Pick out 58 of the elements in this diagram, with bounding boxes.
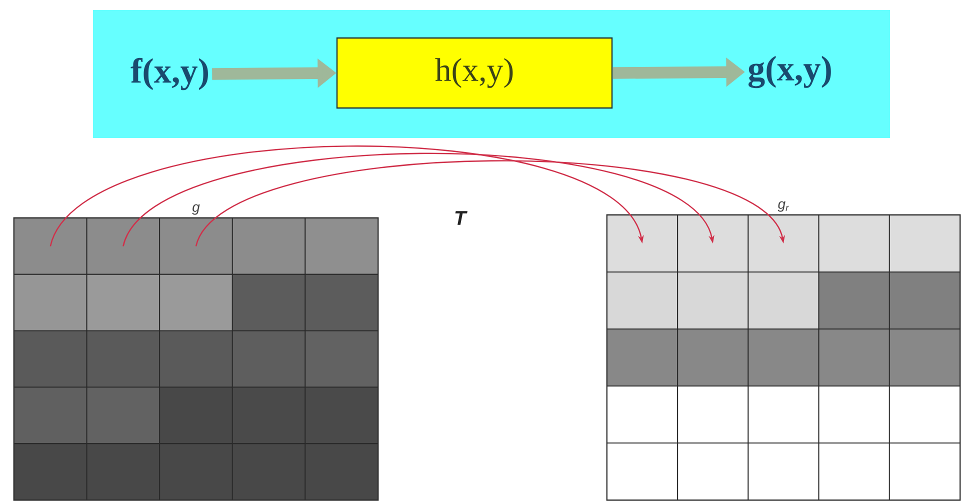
output-label: g(x,y): [748, 56, 831, 88]
pixel-cell: [606, 272, 678, 330]
pixel-cell: [818, 272, 890, 330]
pixel-cell: [304, 330, 378, 388]
pixel-cell: [232, 443, 306, 500]
pixel-cell: [14, 218, 88, 275]
pixel-cell: [14, 274, 88, 332]
pixel-cell: [606, 328, 678, 386]
pixel-cell: [86, 386, 160, 444]
pixel-cell: [159, 386, 233, 444]
pixel-cell: [304, 218, 378, 275]
input-label: f(x,y): [130, 58, 208, 90]
pixel-cell: [677, 386, 749, 444]
pixel-cell: [232, 386, 306, 444]
pixel-cell: [159, 218, 233, 275]
pixel-cell: [888, 386, 960, 444]
pixel-cell: [677, 272, 749, 330]
pixel-cell: [677, 214, 749, 272]
pixel-cell: [232, 218, 306, 275]
pixel-cell: [159, 274, 233, 332]
pixel-cell: [888, 214, 960, 272]
pixel-cell: [748, 442, 820, 500]
pixel-cell: [606, 386, 678, 444]
pixel-cell: [748, 386, 820, 444]
pixel-cell: [304, 274, 378, 332]
pixel-cell: [159, 443, 233, 500]
pixel-cell: [748, 214, 820, 272]
pixel-cell: [888, 328, 960, 386]
pixel-cell: [14, 330, 88, 388]
pixel-cell: [888, 272, 960, 330]
pixel-cell: [86, 443, 160, 500]
pixel-cell: [748, 272, 820, 330]
pixel-cell: [304, 443, 378, 500]
pixel-cell: [818, 214, 890, 272]
pixel-cell: [606, 214, 678, 272]
pixel-cell: [86, 274, 160, 332]
pixel-cell: [606, 442, 678, 500]
pixel-cell: [818, 442, 890, 500]
mapping-arrow: [50, 145, 644, 247]
mapping-arrow: [195, 160, 786, 247]
node-label: g: [192, 204, 200, 215]
pixel-cell: [304, 386, 378, 444]
pixel-cell: [232, 330, 306, 388]
pixel-cell: [677, 328, 749, 386]
pixel-cell: [14, 443, 88, 500]
pixel-cell: [818, 386, 890, 444]
pixel-cell: [232, 274, 306, 332]
pixel-cell: [677, 442, 749, 500]
pixel-cell: [748, 328, 820, 386]
system-box: h(x,y): [336, 37, 613, 109]
pixel-cell: [86, 330, 160, 388]
pixel-cell: [86, 218, 160, 275]
pixel-cell: [159, 330, 233, 388]
pixel-cell: [888, 442, 960, 500]
node-label: g$_{r}$: [778, 201, 789, 212]
pixel-cell: [14, 386, 88, 444]
pixel-cell: [818, 328, 890, 386]
transform-label: T: [455, 211, 468, 225]
